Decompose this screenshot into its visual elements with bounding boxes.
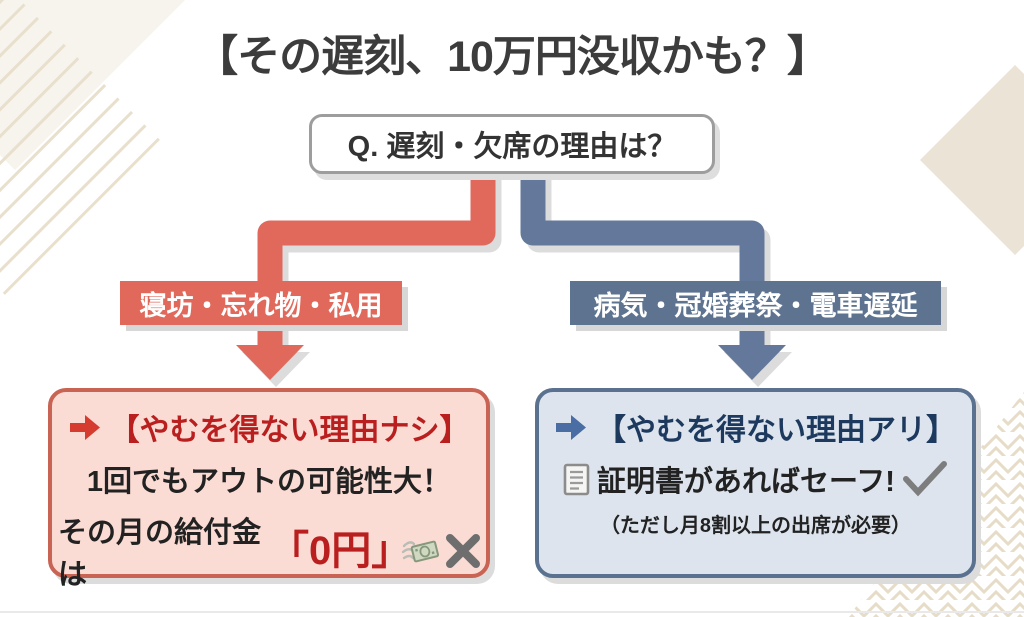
money-with-wings-icon [401, 540, 439, 563]
result-right-heading: 【やむを得ない理由アリ】 [555, 405, 956, 449]
result-box-left: 【やむを得ない理由ナシ】 1回でもアウトの可能性大！ その月の給付金は 「0円」 [48, 388, 490, 591]
cross-x-icon [446, 534, 480, 568]
right-arrowhead-icon [718, 345, 786, 380]
arrow-right-icon [556, 414, 586, 440]
result-left-line3-prefix: その月の給付金は [58, 517, 262, 591]
question-box: Q. 遅刻・欠席の理由は？ [309, 114, 715, 174]
right-branch-arrow [520, 170, 786, 380]
result-left-line2: 1回でもアウトの可能性大！ [86, 466, 452, 498]
top-left-stripes-shape [0, 0, 160, 295]
arrow-right-icon [69, 414, 100, 440]
page-title: 【その遅刻、10万円没収かも？】 [195, 33, 830, 81]
result-right-heading-text: 【やむを得ない理由アリ】 [596, 414, 956, 447]
document-icon [563, 463, 590, 495]
branch-label-left: 寝坊・忘れ物・私用 [120, 281, 402, 325]
bottom-divider-line [0, 611, 1024, 613]
left-arrowhead-icon [236, 345, 304, 380]
left-branch-arrow [236, 170, 496, 380]
result-left-heading: 【やむを得ない理由ナシ】 [69, 405, 470, 449]
top-right-diamond-shape [920, 65, 1024, 255]
result-right-line2-text: 証明書があればセーフ! [597, 466, 895, 498]
result-right-line2: 証明書があればセーフ! [563, 458, 948, 500]
result-box-right: 【やむを得ない理由アリ】 証明書があればセーフ! （ただし月8割以上の出席が必要… [535, 388, 976, 578]
question-label: Q. 遅刻・欠席の理由は？ [347, 131, 677, 163]
zero-yen-highlight: 「0円」 [268, 529, 412, 573]
result-right-line3: （ただし月8割以上の出席が必要） [599, 515, 912, 537]
result-left-heading-text: 【やむを得ない理由ナシ】 [109, 414, 470, 447]
result-left-line3: その月の給付金は 「0円」 [58, 509, 480, 593]
checkmark-icon [902, 461, 947, 497]
branch-label-right: 病気・冠婚葬祭・電車遅延 [570, 281, 941, 325]
